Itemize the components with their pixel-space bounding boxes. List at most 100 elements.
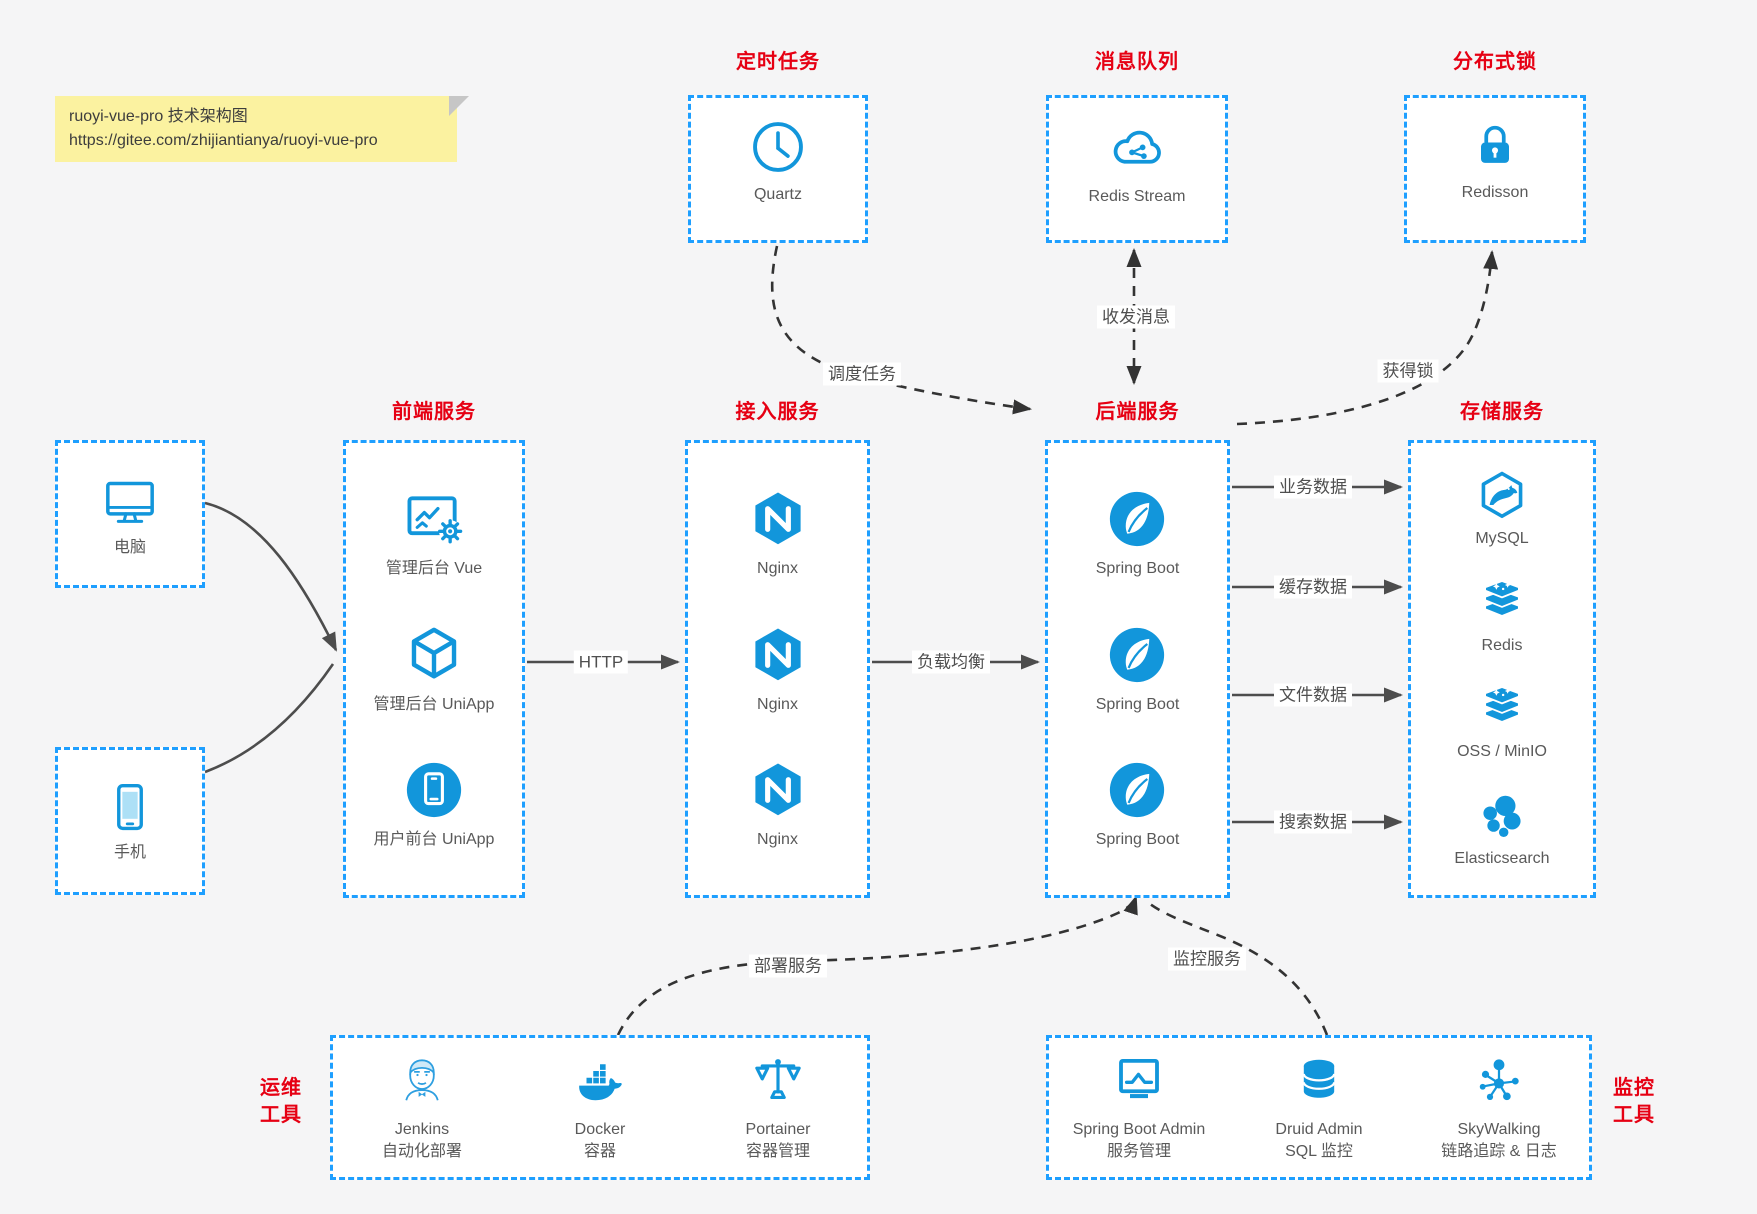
oss-stack-icon — [1475, 682, 1529, 736]
node-label: Redis Stream — [1088, 188, 1186, 205]
docker-icon — [573, 1053, 627, 1107]
edge-label-monitor: 监控服务 — [1168, 947, 1246, 971]
node-mysql: MySQL — [1475, 469, 1529, 549]
backend-services-group: Spring Boot Spring Boot Spring Boot — [1045, 440, 1230, 898]
jenkins-icon — [395, 1053, 449, 1107]
node-name: Spring Boot Admin — [1072, 1121, 1206, 1138]
title-line: 监控 — [1613, 1077, 1655, 1099]
node-name: Jenkins — [394, 1121, 450, 1138]
group-title-distributed-lock: 分布式锁 — [1453, 51, 1537, 73]
node-admin-uniapp: 管理后台 UniApp — [373, 624, 495, 715]
group-title-monitor-tools: 监控 工具 — [1602, 1075, 1666, 1129]
node-label: Quartz — [753, 186, 802, 203]
node-label: 用户前台 UniApp — [373, 831, 495, 849]
edge-label-get-lock: 获得锁 — [1377, 359, 1439, 383]
node-label: Nginx — [757, 831, 798, 849]
node-quartz: Quartz — [688, 95, 868, 243]
monitor-tools-group: Spring Boot Admin 服务管理 Druid Admin SQL 监… — [1046, 1035, 1592, 1180]
node-desc: SQL 监控 — [1285, 1143, 1353, 1160]
ops-tools-group: Jenkins 自动化部署 Docker 容器 Portainer 容器管理 — [330, 1035, 870, 1180]
redis-stack-icon — [1475, 576, 1529, 630]
node-elasticsearch: Elasticsearch — [1454, 789, 1550, 869]
edge-label-business-data: 业务数据 — [1274, 475, 1352, 499]
node-name: Portainer — [745, 1121, 811, 1138]
note-title: ruoyi-vue-pro 技术架构图 — [69, 108, 248, 125]
storage-services-group: MySQL Redis OSS / MinIO Elasticsearch — [1408, 440, 1596, 898]
node-redis-stream: Redis Stream — [1046, 95, 1228, 243]
edge-label-search-data: 搜索数据 — [1274, 810, 1352, 834]
node-label: 管理后台 UniApp — [373, 695, 495, 713]
sticky-note: ruoyi-vue-pro 技术架构图 https://gitee.com/zh… — [55, 96, 469, 162]
nginx-icon — [747, 759, 809, 821]
node-user-uniapp: 用户前台 UniApp — [373, 759, 495, 850]
node-admin-vue: 管理后台 Vue — [386, 488, 482, 579]
title-line: 工具 — [260, 1104, 302, 1126]
node-nginx-3: Nginx — [747, 759, 809, 850]
portainer-icon — [751, 1053, 805, 1107]
spring-boot-icon — [1106, 759, 1168, 821]
node-label: 电脑 — [113, 539, 146, 556]
group-title-storage: 存储服务 — [1460, 401, 1544, 423]
node-label: Spring Boot — [1095, 695, 1180, 713]
node-redisson: Redisson — [1404, 95, 1586, 243]
edge-label-messaging: 收发消息 — [1097, 305, 1175, 329]
node-name: SkyWalking — [1457, 1121, 1541, 1138]
node-redis: Redis — [1475, 576, 1529, 656]
spring-boot-icon — [1106, 488, 1168, 550]
group-title-message-queue: 消息队列 — [1095, 51, 1179, 73]
edge-label-file-data: 文件数据 — [1274, 683, 1352, 707]
node-name: Druid Admin — [1275, 1121, 1363, 1138]
frontend-services-group: 管理后台 Vue 管理后台 UniApp 用户前台 UniApp — [343, 440, 525, 898]
group-title-scheduled-tasks: 定时任务 — [736, 51, 820, 73]
node-nginx-1: Nginx — [747, 488, 809, 579]
edge-label-deploy: 部署服务 — [749, 954, 827, 978]
node-jenkins: Jenkins 自动化部署 — [333, 1053, 511, 1163]
node-pc-client: 电脑 — [55, 440, 205, 588]
node-desc: 链路追踪 & 日志 — [1441, 1143, 1557, 1160]
lock-icon — [1467, 118, 1523, 174]
node-name: Docker — [574, 1121, 626, 1138]
node-portainer: Portainer 容器管理 — [689, 1053, 867, 1163]
node-label: 手机 — [113, 844, 146, 861]
note-url: https://gitee.com/zhijiantianya/ruoyi-vu… — [69, 132, 378, 149]
node-label: Spring Boot — [1095, 559, 1180, 577]
group-title-frontend: 前端服务 — [392, 401, 476, 423]
node-desc: 容器管理 — [745, 1143, 810, 1160]
nginx-icon — [747, 488, 809, 550]
node-label: Redisson — [1461, 184, 1529, 201]
node-druid-admin: Druid Admin SQL 监控 — [1229, 1053, 1409, 1163]
nginx-icon — [747, 624, 809, 686]
user-app-icon — [403, 759, 465, 821]
uniapp-cube-icon — [403, 624, 465, 686]
gateway-services-group: Nginx Nginx Nginx — [685, 440, 870, 898]
group-title-backend: 后端服务 — [1095, 401, 1180, 423]
admin-vue-icon — [403, 488, 465, 550]
group-title-ops-tools: 运维 工具 — [249, 1075, 313, 1129]
node-label: Spring Boot — [1095, 831, 1180, 849]
node-label: OSS / MinIO — [1457, 743, 1547, 761]
edge-label-http: HTTP — [573, 650, 629, 674]
desktop-icon — [102, 473, 158, 529]
title-line: 运维 — [260, 1077, 302, 1099]
node-desc: 自动化部署 — [381, 1143, 462, 1160]
phone-icon — [103, 780, 157, 834]
node-spring-boot-3: Spring Boot — [1095, 759, 1180, 850]
group-title-gateway: 接入服务 — [735, 401, 820, 423]
edge-label-schedule: 调度任务 — [823, 362, 901, 386]
spring-boot-icon — [1106, 624, 1168, 686]
clock-icon — [749, 118, 807, 176]
edge-label-load-balance: 负载均衡 — [912, 650, 990, 674]
node-label: 管理后台 Vue — [385, 559, 483, 577]
node-mobile-client: 手机 — [55, 747, 205, 895]
elasticsearch-icon — [1475, 789, 1529, 843]
node-spring-boot-1: Spring Boot — [1095, 488, 1180, 579]
node-label: Redis — [1481, 636, 1523, 654]
node-label: Nginx — [757, 559, 798, 577]
node-spring-boot-admin: Spring Boot Admin 服务管理 — [1049, 1053, 1229, 1163]
druid-icon — [1292, 1053, 1346, 1107]
node-docker: Docker 容器 — [511, 1053, 689, 1163]
spring-boot-admin-icon — [1112, 1053, 1166, 1107]
node-skywalking: SkyWalking 链路追踪 & 日志 — [1409, 1053, 1589, 1163]
title-line: 工具 — [1613, 1104, 1655, 1126]
